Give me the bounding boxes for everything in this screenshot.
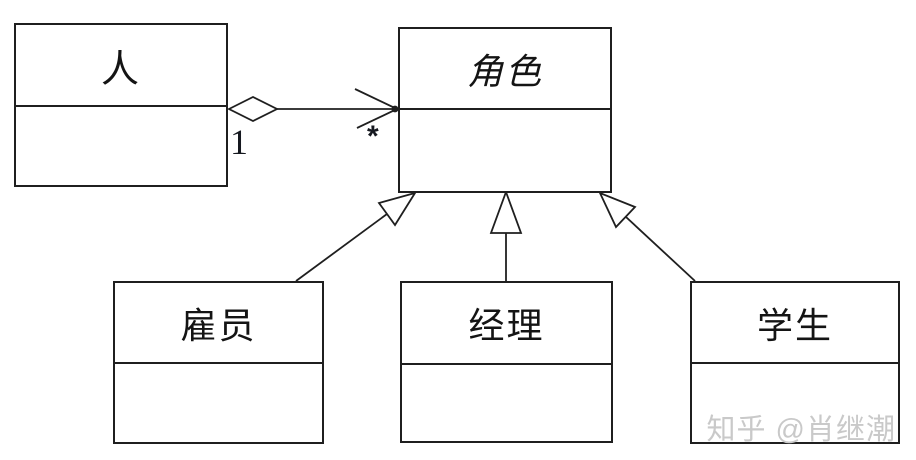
generalization-line-employee — [295, 213, 388, 282]
class-attributes-role — [400, 110, 610, 191]
class-box-manager: 经理 — [400, 281, 613, 443]
arrowhead-dot — [391, 105, 399, 113]
class-name-employee: 雇员 — [115, 283, 322, 364]
class-box-person: 人 — [14, 23, 228, 187]
watermark-text: 知乎 @肖继潮 — [706, 414, 896, 446]
class-name-manager: 经理 — [402, 283, 611, 365]
generalization-line-student — [625, 216, 696, 282]
class-name-student: 学生 — [692, 283, 898, 364]
generalization-triangle-icon-manager — [489, 189, 523, 234]
class-name-person: 人 — [16, 25, 226, 107]
class-attributes-manager — [402, 365, 611, 441]
multiplicity-label-star: * — [367, 120, 379, 153]
class-box-student: 学生 — [690, 281, 900, 444]
class-attributes-employee — [115, 364, 322, 442]
class-name-role: 角色 — [400, 29, 610, 110]
multiplicity-label-one: 1 — [230, 122, 248, 162]
generalization-triangle-icon-student — [598, 191, 637, 229]
generalization-triangle-icon-employee — [377, 191, 417, 227]
aggregation-diamond-icon — [226, 95, 280, 123]
class-box-role: 角色 — [398, 27, 612, 193]
class-attributes-person — [16, 107, 226, 185]
class-box-employee: 雇员 — [113, 281, 324, 444]
